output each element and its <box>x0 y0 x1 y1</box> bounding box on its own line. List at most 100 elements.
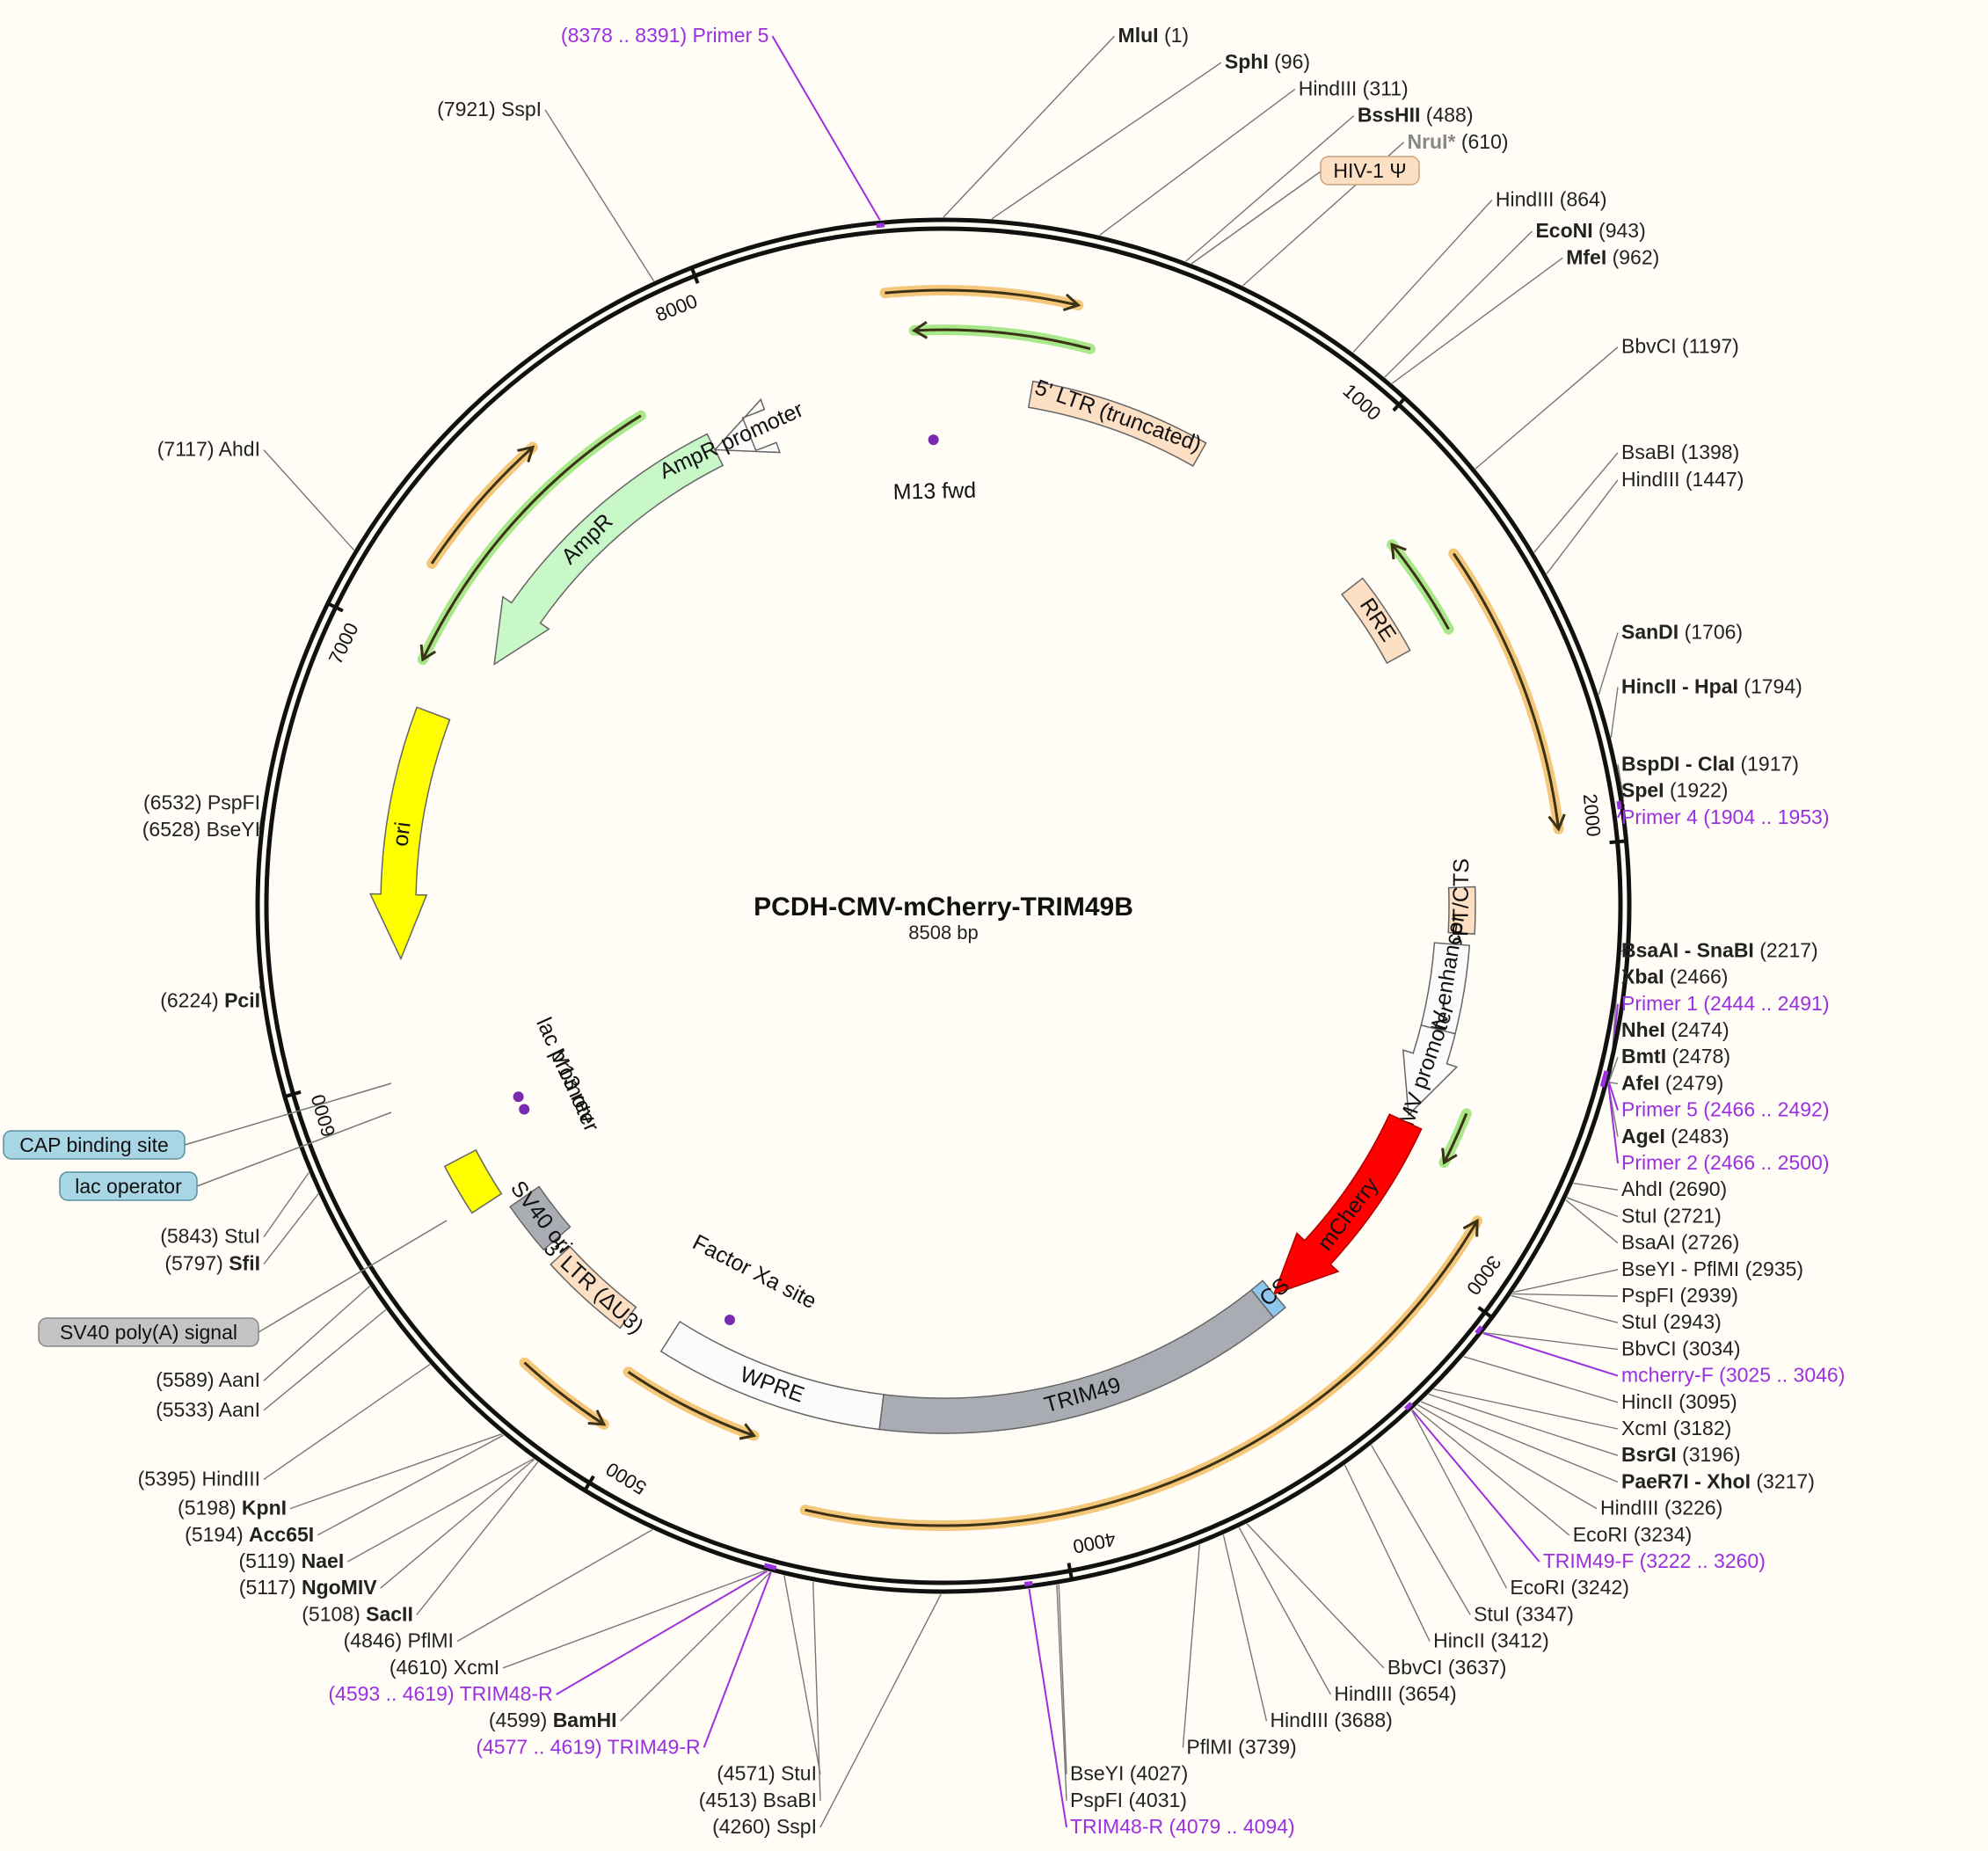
site-label: HindIII (3226) <box>1600 1497 1722 1519</box>
site-label: HindIII (311) <box>1299 77 1409 99</box>
site-label: HindIII (3654) <box>1334 1682 1456 1705</box>
feature-mark-lac-prom <box>513 1091 524 1103</box>
site-leader <box>1222 1534 1268 1722</box>
site-position: (2217) <box>1759 938 1817 961</box>
site-name: SacII <box>366 1602 413 1625</box>
site-position: (3034) <box>1682 1337 1740 1359</box>
orf-arrowhead <box>517 445 535 463</box>
feature-mark-factor-xa <box>724 1315 735 1326</box>
site-name: StuI <box>1474 1602 1510 1625</box>
orf-arrowhead <box>739 1423 757 1440</box>
site-position: (3234) <box>1634 1523 1692 1546</box>
site-leader <box>1546 479 1619 575</box>
site-label: (6532) PspFI <box>143 791 260 814</box>
feature-mark-m13-rev <box>519 1104 530 1115</box>
orf-line <box>885 288 1079 307</box>
primer-name: Primer 5 <box>1621 1098 1698 1121</box>
sv40-polya-label: SV40 poly(A) signal <box>60 1321 237 1344</box>
site-position: (2943) <box>1663 1310 1721 1333</box>
site-label: BsaAI - SnaBI (2217) <box>1621 938 1818 961</box>
site-position: (488) <box>1426 104 1474 127</box>
site-leader <box>1344 1464 1431 1642</box>
orf-line <box>627 1370 755 1438</box>
orf-line <box>421 414 642 660</box>
site-leader <box>783 1575 821 1774</box>
site-label: (6528) BseYI <box>142 818 260 841</box>
site-position: (4599) <box>489 1709 547 1731</box>
site-position: (6528) <box>142 818 200 841</box>
feature-cppt <box>1447 885 1476 935</box>
primer-mark <box>876 222 885 229</box>
site-position: (2466) <box>1670 966 1728 988</box>
site-label: BbvCI (3034) <box>1621 1337 1741 1359</box>
site-leader <box>263 1286 370 1381</box>
site-leader <box>1475 346 1619 470</box>
site-name: BspDI - ClaI <box>1621 752 1735 775</box>
site-position: (2478) <box>1672 1045 1730 1068</box>
primer-name: Primer 2 <box>1621 1151 1698 1174</box>
orf-arrowhead <box>1441 1148 1458 1165</box>
site-label: AhdI (2690) <box>1621 1177 1727 1200</box>
site-leader <box>1511 1293 1619 1297</box>
site-name: MluI <box>1118 24 1159 47</box>
site-position: (3242) <box>1570 1576 1628 1599</box>
site-label: XbaI (2466) <box>1621 966 1728 988</box>
site-label: HindIII (1447) <box>1621 468 1744 491</box>
feature-rre <box>1341 577 1411 664</box>
tick-mark <box>326 601 344 613</box>
site-leader <box>544 109 655 282</box>
site-label: StuI (2943) <box>1621 1310 1722 1333</box>
primer-mark <box>1403 1402 1414 1411</box>
site-name: BsaAI <box>1621 1231 1675 1254</box>
site-leader <box>380 1459 535 1589</box>
site-leader <box>1463 1356 1619 1403</box>
site-position: (3347) <box>1515 1602 1573 1625</box>
primer-label: TRIM49-F (3222 .. 3260) <box>1543 1549 1766 1572</box>
site-leader <box>346 1458 534 1563</box>
site-position: (5589) <box>156 1368 214 1391</box>
site-label: (4599) BamHI <box>489 1709 617 1731</box>
orf-line <box>805 1220 1479 1527</box>
primer-label: (8378 .. 8391) Primer 5 <box>561 24 769 47</box>
site-position: (5198) <box>178 1497 236 1519</box>
site-leader <box>317 1434 504 1536</box>
primer-label: mcherry-F (3025 .. 3046) <box>1621 1364 1845 1387</box>
site-name: BsaBI <box>1621 441 1675 463</box>
site-label: (4610) XcmI <box>390 1656 499 1679</box>
site-leader <box>263 1308 387 1411</box>
feature-ori <box>368 706 451 961</box>
primer-marks <box>763 222 1622 1586</box>
site-position: (1794) <box>1744 674 1802 697</box>
site-name: BbvCI <box>1621 1337 1677 1359</box>
site-label: MfeI (962) <box>1566 245 1659 268</box>
site-name: AhdI <box>219 438 260 461</box>
lac-operator-label: lac operator <box>75 1175 182 1198</box>
primer-name: TRIM49-F <box>1543 1549 1635 1572</box>
tick-mark <box>689 266 700 284</box>
site-position: (1922) <box>1670 779 1728 802</box>
site-name: KpnI <box>242 1497 287 1519</box>
feature-ampr <box>493 433 725 666</box>
site-label: HincII (3095) <box>1621 1390 1737 1413</box>
feature-label-m13-fwd: M13 fwd <box>892 478 976 505</box>
site-position: (3196) <box>1682 1443 1740 1466</box>
site-label: (5843) StuI <box>160 1225 260 1248</box>
site-position: (3739) <box>1238 1735 1296 1758</box>
site-name: EcoRI <box>1573 1523 1628 1546</box>
primer-range: (2466 .. 2500) <box>1703 1151 1829 1174</box>
site-leader <box>1391 257 1563 384</box>
site-position: (2479) <box>1665 1071 1723 1094</box>
primer-range: (2444 .. 2491) <box>1703 992 1829 1015</box>
plasmid-name: PCDH-CMV-mCherry-TRIM49B <box>754 893 1133 922</box>
site-name: BbvCI <box>1387 1656 1443 1679</box>
feature-ltr5 <box>1027 380 1207 467</box>
primer-name: Primer 4 <box>1621 805 1698 828</box>
site-name: XbaI <box>1621 966 1664 988</box>
feature-ltr3 <box>550 1245 637 1330</box>
orf-arrows <box>417 285 1566 1531</box>
orf-arrowhead <box>1462 1218 1479 1237</box>
site-name: SfiI <box>229 1252 260 1275</box>
primer-leader <box>771 35 881 221</box>
site-name: HincII <box>1621 1390 1673 1413</box>
sv40-polya-callout: SV40 poly(A) signal <box>38 1220 448 1347</box>
